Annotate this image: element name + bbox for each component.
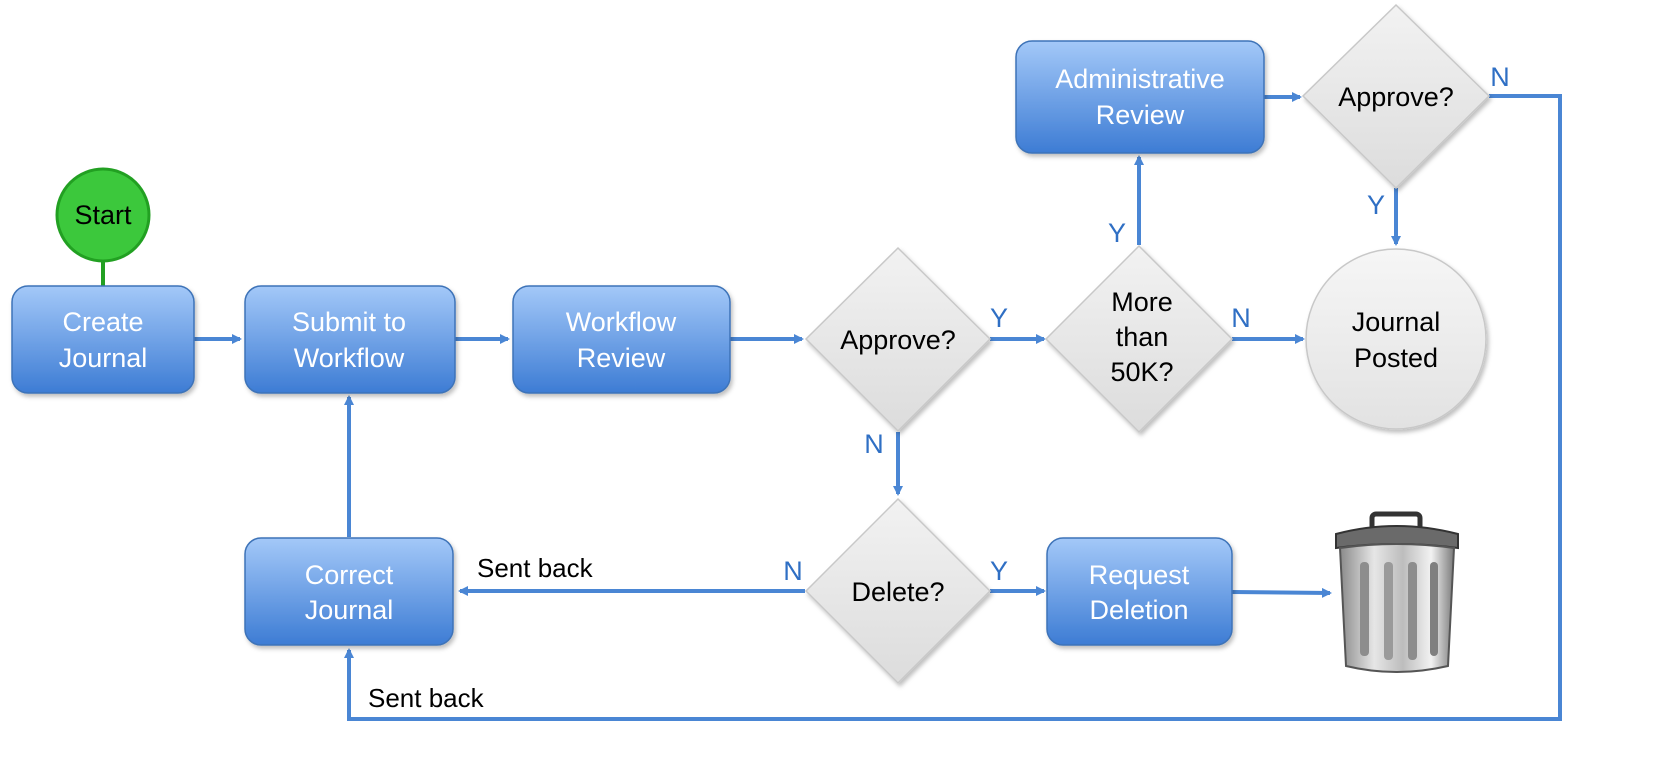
approve-decision-2: Approve? [1301,3,1491,190]
approve-2-label: Approve? [1338,82,1454,112]
delete-label: Delete? [851,577,944,607]
more50k-yes-label: Y [1108,218,1126,248]
delete-decision: Delete? [804,497,992,685]
submit-line1: Submit to [292,307,406,337]
approve2-no-label: N [1490,62,1510,92]
create-journal-box: Create Journal [11,285,195,394]
journal-posted-node: Journal Posted [1305,248,1487,430]
more-50k-line2: than [1116,322,1169,352]
admin-review-line1: Administrative [1055,64,1225,94]
approve1-yes-label: Y [990,303,1008,333]
workflow-review-line2: Review [577,343,666,373]
sent-back-label-admin: Sent back [368,683,485,713]
request-deletion-box: Request Deletion [1046,537,1233,646]
create-journal-line1: Create [62,307,143,337]
sent-back-label-delete: Sent back [477,553,594,583]
start-label: Start [74,200,132,230]
admin-review-line2: Review [1096,100,1185,130]
create-journal-line2: Journal [59,343,148,373]
more50k-no-label: N [1231,303,1251,333]
more-than-50k-decision: More than 50K? [1044,244,1234,434]
approve-1-label: Approve? [840,325,956,355]
administrative-review-box: Administrative Review [1015,40,1265,154]
correct-journal-line2: Journal [305,595,394,625]
start-node: Start [55,167,151,263]
arrow-deletion-to-trash [1231,587,1332,598]
delete-yes-label: Y [990,556,1008,586]
approve-decision-1: Approve? [804,246,992,433]
workflow-review-box: Workflow Review [512,285,731,394]
correct-journal-line1: Correct [305,560,394,590]
trash-can-icon [1335,511,1459,673]
submit-to-workflow-box: Submit to Workflow [244,285,456,394]
journal-posted-line1: Journal [1352,307,1441,337]
request-deletion-line2: Deletion [1089,595,1188,625]
submit-line2: Workflow [294,343,405,373]
approve2-yes-label: Y [1367,190,1385,220]
more-50k-line1: More [1111,287,1173,317]
approve1-no-label: N [864,429,884,459]
workflow-review-line1: Workflow [566,307,677,337]
correct-journal-box: Correct Journal [244,537,454,646]
connectors [101,92,1562,721]
more-50k-line3: 50K? [1110,357,1173,387]
journal-posted-line2: Posted [1354,343,1438,373]
arrow-approve2-no-sent-back [344,94,1562,721]
delete-no-label: N [783,556,803,586]
request-deletion-line1: Request [1089,560,1190,590]
